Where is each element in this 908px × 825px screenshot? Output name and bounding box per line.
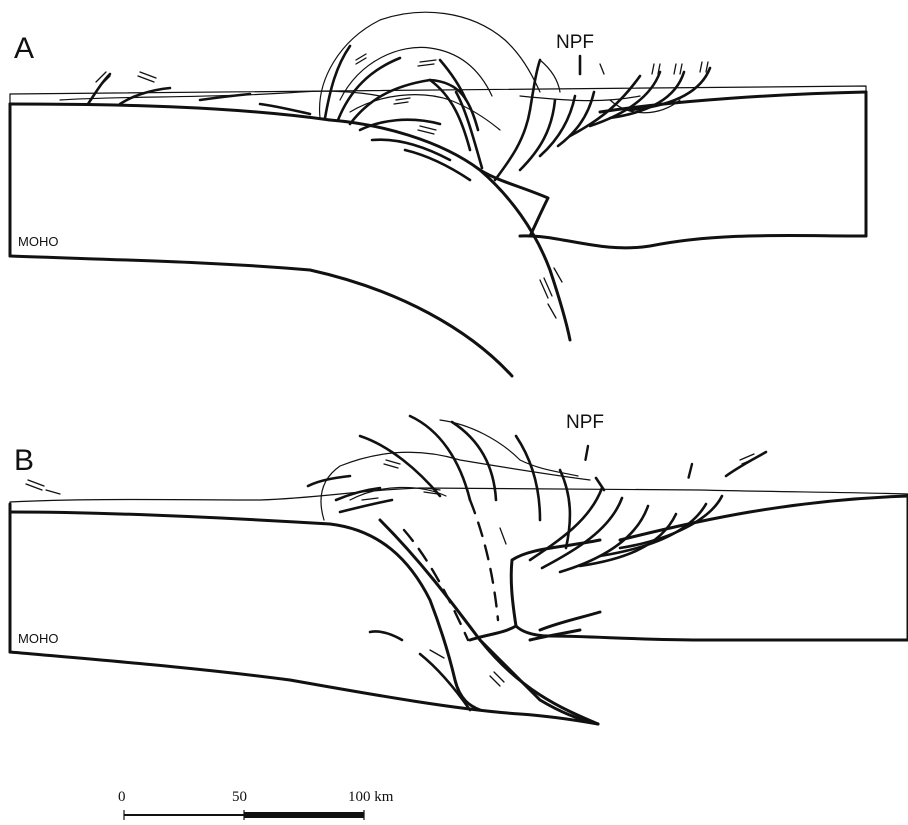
scale-tick-0: 0 [118, 789, 126, 805]
scale-bar-light-segment [124, 814, 244, 816]
panel-a-crust [10, 92, 866, 256]
panel-b-faults [308, 416, 766, 710]
panel-a-moho-label: MOHO [18, 234, 58, 249]
panel-a-faults-right [495, 56, 710, 180]
panel-a-faults-left [325, 46, 482, 180]
panel-b-moho: MOHO [10, 631, 598, 724]
scale-bar: 0 50 100 km [118, 789, 394, 820]
panel-b: B MOHO [10, 412, 908, 724]
panel-b-moho-label: MOHO [18, 631, 58, 646]
panel-b-crust [10, 496, 908, 652]
panel-a: A MOHO [10, 12, 866, 376]
panel-b-label: B [14, 444, 34, 477]
scale-bar-dark-segment [244, 812, 364, 818]
scale-tick-50: 50 [232, 789, 247, 805]
panel-a-npf-label: NPF [556, 32, 594, 53]
panel-a-surface [10, 86, 866, 120]
panel-b-wedge [321, 420, 590, 520]
panel-b-surface [10, 488, 908, 540]
scale-tick-100: 100 km [348, 789, 394, 805]
panel-b-shear-arrows [26, 454, 756, 686]
panel-a-wedge [320, 12, 560, 130]
panel-a-shear-arrows [96, 54, 708, 318]
panel-b-npf-label: NPF [566, 412, 604, 433]
panel-a-moho: MOHO [10, 234, 512, 376]
panel-a-label: A [14, 32, 34, 65]
